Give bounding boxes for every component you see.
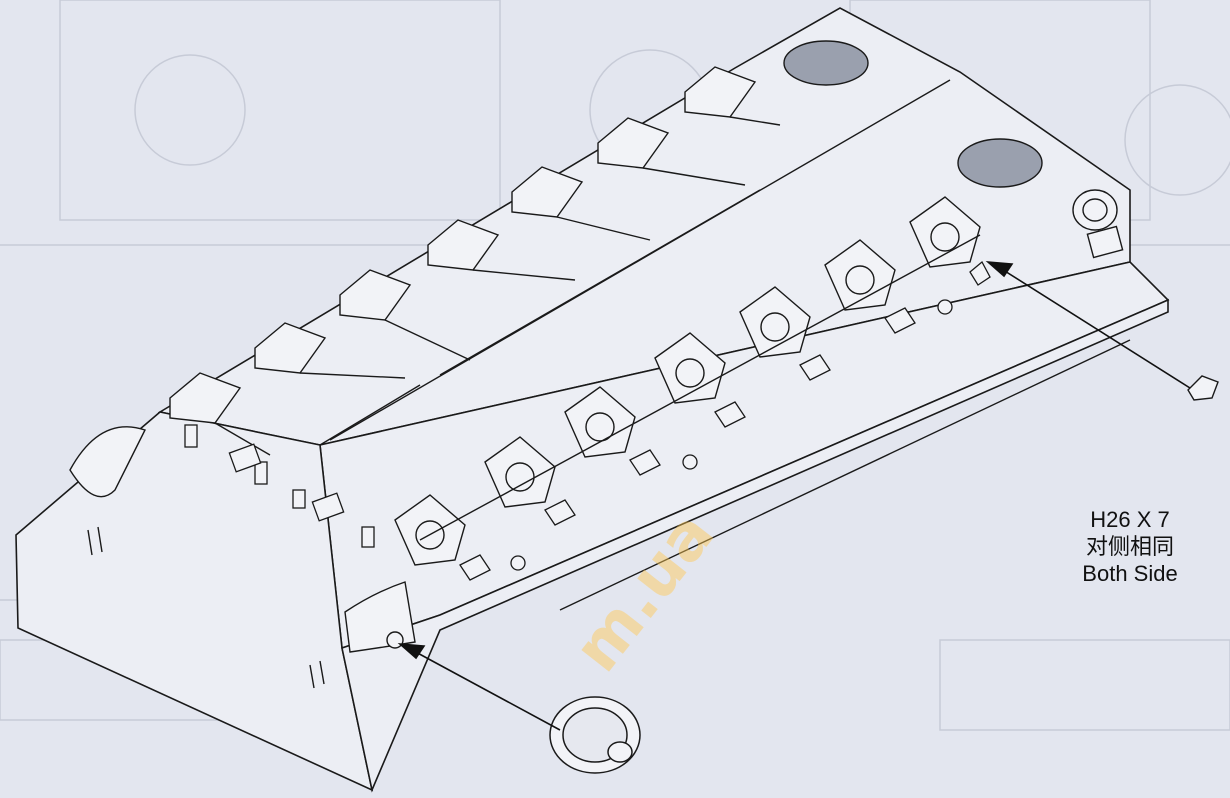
suspension-unit <box>427 219 576 281</box>
note-en-label: Both Side <box>1082 561 1178 586</box>
part-callout: H26 X 7 对侧相同 Both Side <box>1050 506 1210 587</box>
hull-front-plate <box>15 411 374 792</box>
sprocket-mount <box>1072 189 1124 259</box>
hull-body <box>15 7 1170 793</box>
lower-wheel-hubs <box>394 196 981 566</box>
suspension-unit <box>169 372 271 456</box>
note-zh-label: 对侧相同 <box>1085 534 1174 559</box>
leader-arrows <box>397 261 1191 731</box>
suspension-unit <box>684 66 781 126</box>
suspension-unit <box>254 322 406 379</box>
hull-lower-edge <box>341 298 1169 793</box>
drive-sprocket-hub <box>549 696 641 774</box>
suspension-unit <box>511 166 651 241</box>
front-idler-mount <box>69 426 416 689</box>
grille-front <box>957 138 1043 188</box>
engine-grilles <box>783 40 1043 188</box>
wheel-hub <box>484 436 556 508</box>
suspension-unit <box>597 117 746 186</box>
deck-seams <box>319 79 1131 611</box>
wheel-hub <box>909 196 981 268</box>
axle-line <box>419 234 981 541</box>
suspension-unit <box>339 269 471 361</box>
wheel-hub <box>564 386 636 458</box>
grille-rear <box>783 40 869 86</box>
wheel-hub <box>654 332 726 404</box>
part-h26 <box>1187 375 1219 401</box>
wheel-hub <box>824 239 896 311</box>
upper-suspension-units <box>169 66 781 456</box>
part-count-label: H26 X 7 <box>1090 507 1170 532</box>
side-brackets <box>184 260 991 581</box>
wheel-hub <box>739 286 811 358</box>
